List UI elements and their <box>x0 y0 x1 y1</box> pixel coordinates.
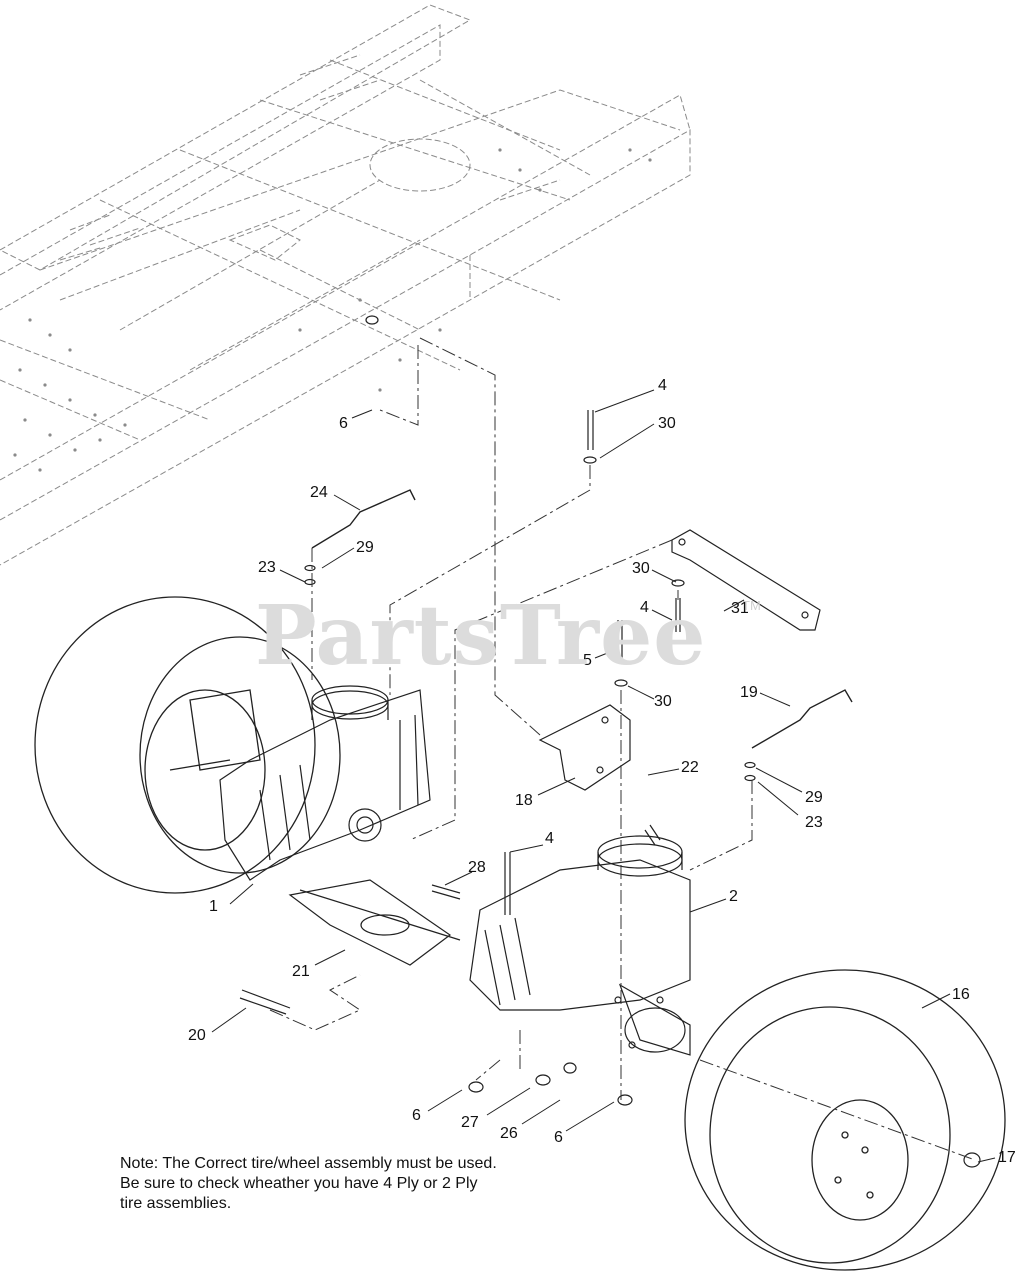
callout-31: 31 <box>731 600 749 617</box>
left-transmission <box>219 685 431 881</box>
callout-23: 23 <box>258 559 276 576</box>
callout-24: 24 <box>310 484 328 501</box>
plate-21 <box>288 879 461 966</box>
callout-21: 21 <box>292 963 310 980</box>
callout-28: 28 <box>468 859 486 876</box>
right-transmission <box>469 835 691 1056</box>
assembly-note: Note: The Correct tire/wheel assembly mu… <box>120 1154 497 1214</box>
callout-4: 4 <box>658 377 667 394</box>
callout-18: 18 <box>515 792 533 809</box>
callout-26: 26 <box>500 1125 518 1142</box>
callout-27: 27 <box>461 1114 479 1131</box>
callout-6: 6 <box>554 1129 563 1146</box>
callout-17: 17 <box>998 1149 1016 1166</box>
rod-19 <box>751 689 853 749</box>
left-tire <box>34 596 341 894</box>
callout-5: 5 <box>583 652 592 669</box>
callout-29: 29 <box>805 789 823 806</box>
callout-6: 6 <box>339 415 348 432</box>
callout-19: 19 <box>740 684 758 701</box>
assembly-lines <box>269 337 976 1161</box>
bracket-18 <box>538 704 631 791</box>
bracket-31 <box>671 529 821 631</box>
bolts <box>239 315 981 1168</box>
note-line-2: Be sure to check wheather you have 4 Ply… <box>120 1175 478 1192</box>
note-line-1: Note: The Correct tire/wheel assembly mu… <box>120 1155 497 1172</box>
callout-23: 23 <box>805 814 823 831</box>
callout-16: 16 <box>952 986 970 1003</box>
callout-6: 6 <box>412 1107 421 1124</box>
callout-2: 2 <box>729 888 738 905</box>
callout-22: 22 <box>681 759 699 776</box>
callout-1: 1 <box>209 898 218 915</box>
frame-holes <box>13 148 652 472</box>
note-line-3: tire assemblies. <box>120 1195 232 1212</box>
callout-30: 30 <box>658 415 676 432</box>
leader-lines <box>211 389 996 1163</box>
right-tire <box>684 969 1006 1271</box>
callout-30: 30 <box>632 560 650 577</box>
watermark: PartsTree <box>255 588 707 684</box>
callout-30: 30 <box>654 693 672 710</box>
callout-4: 4 <box>640 599 649 616</box>
callout-29: 29 <box>356 539 374 556</box>
callout-20: 20 <box>188 1027 206 1044</box>
watermark-trademark: TM <box>742 598 761 613</box>
callouts: 4 30 6 24 29 23 30 4 31 5 30 19 22 18 29… <box>188 377 1016 1166</box>
rod-24 <box>311 489 416 549</box>
callout-4: 4 <box>545 830 554 847</box>
frame-phantom <box>0 4 691 566</box>
